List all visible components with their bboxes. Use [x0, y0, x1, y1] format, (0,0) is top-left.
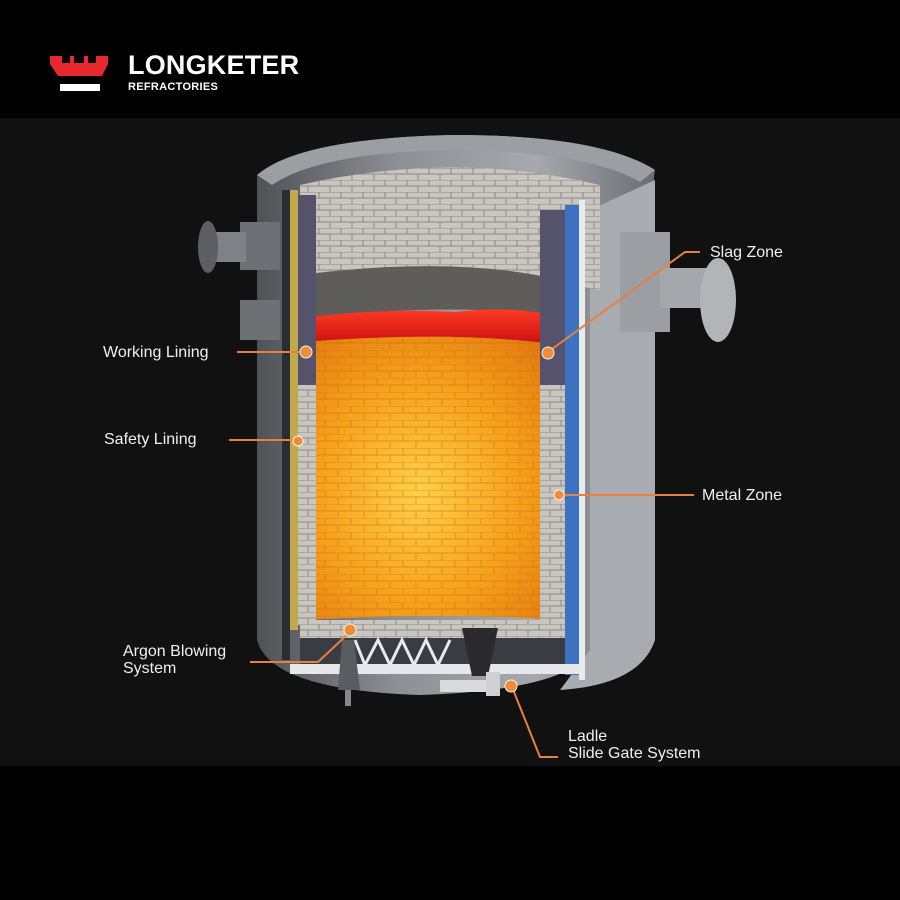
- marker-dots: [292, 345, 565, 693]
- label-metal-zone: Metal Zone: [702, 487, 783, 504]
- dot-slag-zone: [541, 346, 555, 360]
- leader-ladle-slide-gate: [511, 686, 558, 758]
- trunnion-left: [198, 221, 280, 340]
- dot-metal-zone: [553, 489, 565, 501]
- label-ladle-line1: Ladle: [568, 728, 608, 745]
- slag-layer: [302, 309, 560, 345]
- left-lining: [282, 190, 316, 660]
- label-argon-line2: System: [123, 660, 177, 677]
- label-safety-lining: Safety Lining: [104, 431, 197, 448]
- back-wall-bricks: [300, 167, 600, 290]
- leader-lines: [229, 251, 700, 758]
- label-slag-zone: Slag Zone: [710, 244, 783, 261]
- label-argon-blowing-system: Argon Blowing System: [123, 643, 226, 677]
- argon-plug: [338, 640, 360, 706]
- slide-gate: [440, 628, 500, 696]
- molten-brick-texture: [302, 336, 560, 620]
- right-lining: [540, 200, 585, 680]
- dot-slide-gate: [504, 679, 518, 693]
- dot-safety-lining: [292, 435, 304, 447]
- brand-subtitle: REFRACTORIES: [128, 81, 219, 93]
- leader-slag-zone: [547, 251, 700, 353]
- label-ladle-slide-gate-system: Ladle Slide Gate System: [568, 728, 701, 762]
- slag-surface: [300, 266, 560, 320]
- label-working-lining: Working Lining: [103, 344, 209, 361]
- brand-logo-icon: [50, 56, 108, 91]
- trunnion-right: [620, 232, 736, 342]
- dot-argon: [343, 623, 357, 637]
- dot-working-lining: [299, 345, 313, 359]
- label-argon-line1: Argon Blowing: [123, 643, 227, 660]
- brand-name: LONGKETER: [128, 50, 300, 80]
- label-ladle-line2: Slide Gate System: [568, 745, 701, 762]
- leader-argon: [250, 631, 351, 663]
